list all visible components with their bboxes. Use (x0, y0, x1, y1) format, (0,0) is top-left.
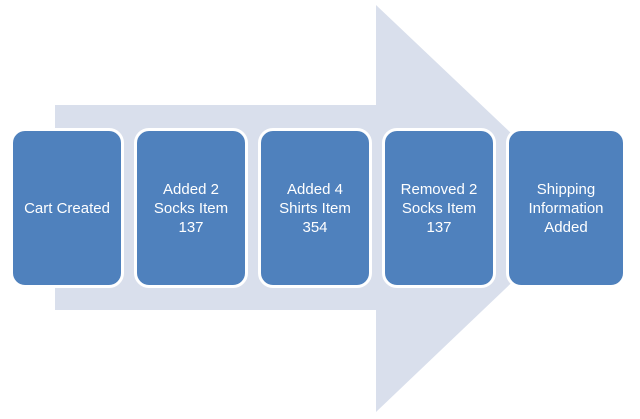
step-added-shirts: Added 4 Shirts Item 354 (258, 128, 372, 288)
step-cart-created: Cart Created (10, 128, 124, 288)
step-added-socks: Added 2 Socks Item 137 (134, 128, 248, 288)
step-shipping-info: Shipping Information Added (506, 128, 626, 288)
step-removed-socks: Removed 2 Socks Item 137 (382, 128, 496, 288)
